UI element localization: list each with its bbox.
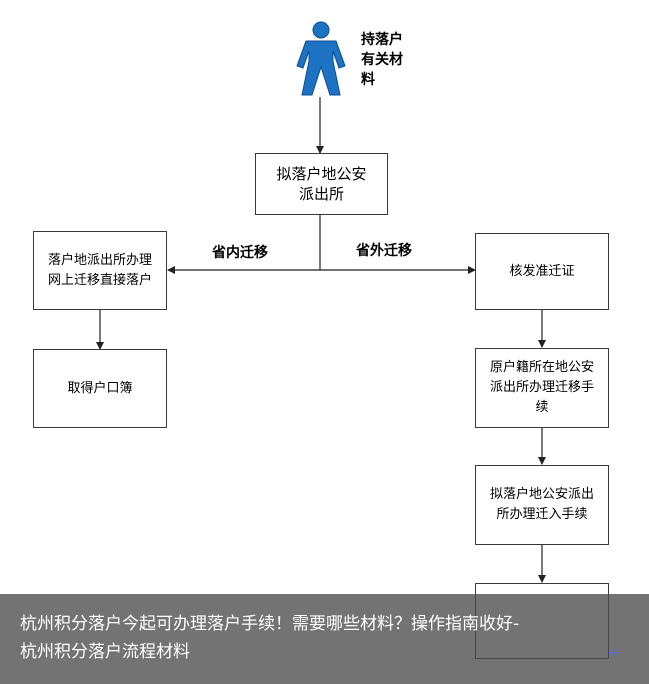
edge-label-in-province: 省内迁移 — [212, 245, 268, 261]
node-police-dest: 拟落户地公安 派出所 — [255, 153, 388, 215]
node-left-result: 取得户口簿 — [33, 349, 167, 428]
caption-overlay: 杭州积分落户今起可办理落户手续！需要哪些材料？操作指南收好- 杭州积分落户流程材… — [0, 594, 649, 684]
actor-label: 持落户 有关材 料 — [361, 30, 403, 90]
person-icon — [296, 21, 346, 96]
return-icon: ↵ — [609, 645, 621, 661]
actor-label-line: 有关材 — [361, 52, 403, 68]
node-left-process: 落户地派出所办理 网上迁移直接落户 — [33, 231, 167, 310]
node-right-origin: 原户籍所在地公安 派出所办理迁移手 续 — [475, 348, 609, 428]
actor-label-line: 料 — [361, 72, 375, 88]
caption-line: 杭州积分落户今起可办理落户手续！需要哪些材料？操作指南收好- — [20, 614, 520, 634]
caption-line: 杭州积分落户流程材料 — [20, 642, 190, 662]
edge-label-out-province: 省外迁移 — [356, 243, 412, 259]
node-right-dest: 拟落户地公安派出 所办理迁入手续 — [475, 465, 609, 545]
actor-label-line: 持落户 — [361, 32, 403, 48]
node-right-approve: 核发准迁证 — [475, 233, 609, 310]
